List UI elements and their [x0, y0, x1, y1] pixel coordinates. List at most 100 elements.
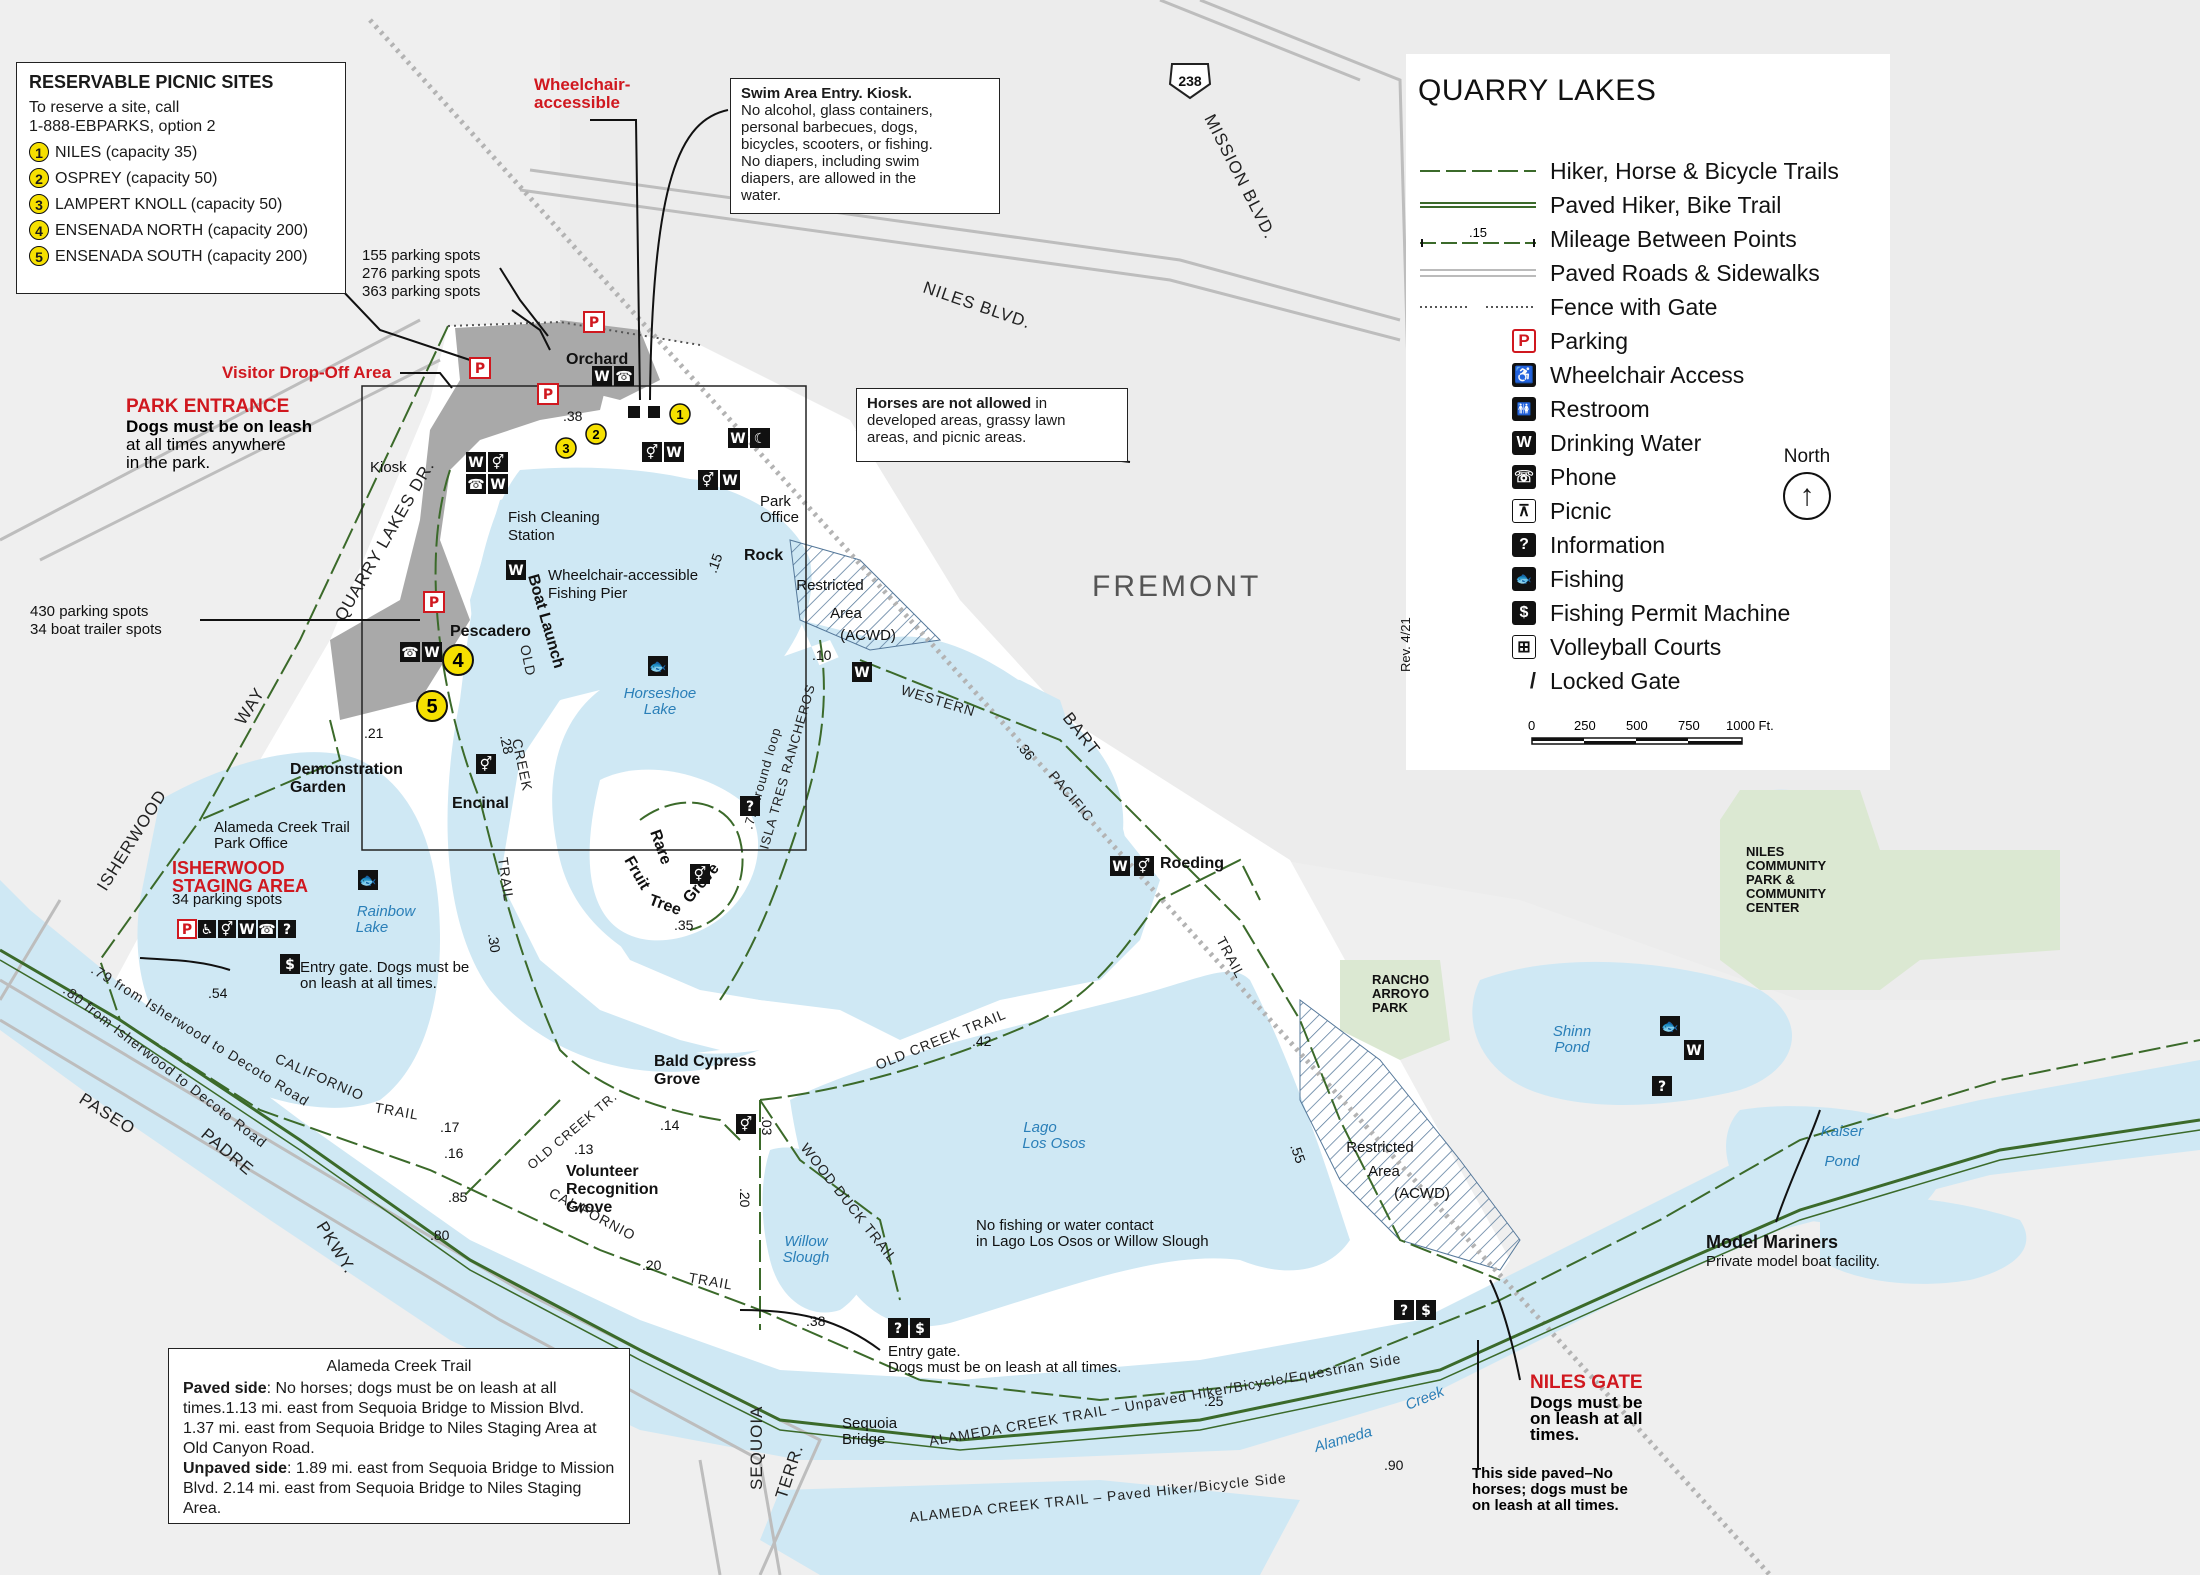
road-sequoia: SEQUOIA [747, 1406, 766, 1490]
legend-row: ? Information [1418, 530, 1888, 560]
fish-cleaning-label: Fish Cleaning [508, 509, 600, 526]
svg-text:?: ? [283, 922, 291, 938]
legend-label: Parking [1550, 327, 1628, 354]
wheelchair-icon: ♿ [1512, 363, 1536, 387]
isherwood-parking-label: 34 parking spots [172, 891, 282, 908]
svg-text:W: W [594, 369, 609, 385]
legend-row: .15 Mileage Between Points [1418, 224, 1888, 254]
entry-gate-west: Entry gate. Dogs must be [300, 959, 469, 976]
mile-80: .80 [430, 1227, 450, 1243]
mile-20-center: .20 [737, 1188, 753, 1208]
svg-text:W: W [1686, 1043, 1701, 1059]
swim-area-line: diapers, are allowed in the [741, 170, 917, 187]
restricted-north-labels: Restricted Area (ACWD) [796, 577, 896, 644]
legend-row: 🚻 Restroom [1418, 394, 1888, 424]
horseshoe-lake-label: Horseshoe [624, 685, 697, 702]
svg-text:⚥: ⚥ [646, 444, 659, 461]
svg-text:⚥: ⚥ [480, 756, 493, 773]
swim-area-line: bicycles, scooters, or fishing. [741, 136, 933, 153]
site-label: LAMPERT KNOLL (capacity 50) [55, 195, 283, 213]
site-4-marker: 4 [452, 650, 464, 672]
picnic-sites-title: RESERVABLE PICNIC SITES [29, 72, 274, 92]
lago-los-osos-label: Lago [1023, 1119, 1056, 1136]
volleyball-icon: ⊞ [1512, 635, 1536, 659]
restricted-north-3: (ACWD) [840, 627, 896, 644]
svg-text:W: W [490, 477, 505, 493]
niles-community-park [1720, 790, 2060, 990]
scale-bar: 0 250 500 750 1000 Ft. [1528, 718, 1774, 745]
parking-363-label: 363 parking spots [362, 283, 480, 300]
dotted-fence-icon [1418, 292, 1550, 322]
entry-gate-south-2: Dogs must be on leash at all times. [888, 1359, 1121, 1376]
horses-box: Horses are not allowed in developed area… [856, 388, 1128, 462]
legend-label: Hiker, Horse & Bicycle Trails [1550, 157, 1839, 184]
legend-row: $ Fishing Permit Machine [1418, 598, 1888, 628]
svg-text:P: P [589, 315, 599, 331]
svg-text:P: P [182, 922, 192, 938]
mile-30: .30 [485, 932, 504, 954]
trail-californio-trail: TRAIL [373, 1099, 420, 1123]
svg-text:W: W [666, 445, 681, 461]
legend-row: W Drinking Water [1418, 428, 1888, 458]
site-number: 2 [29, 168, 49, 188]
legend-label: Fence with Gate [1550, 293, 1718, 320]
north-arrow-icon: ↑ [1783, 472, 1831, 520]
legend-label: Paved Hiker, Bike Trail [1550, 191, 1782, 218]
scale-tick-250: 250 [1574, 718, 1596, 733]
svg-text:W: W [730, 431, 745, 447]
svg-text:☾: ☾ [754, 431, 767, 447]
legend-label: Drinking Water [1550, 429, 1702, 456]
svg-text:W: W [508, 563, 523, 579]
legend-label: Volleyball Courts [1550, 633, 1722, 660]
niles-community-5: CENTER [1746, 900, 1800, 915]
kaiser-pond-label-2: Pond [1824, 1153, 1860, 1170]
svg-text:☎: ☎ [467, 477, 484, 493]
paved-side-label-3: on leash at all times. [1472, 1497, 1619, 1514]
svg-text:⚥: ⚥ [492, 454, 505, 471]
road-lines-icon [1418, 258, 1550, 288]
community-park-label: NILES COMMUNITY PARK & COMMUNITY CENTER … [1372, 844, 1826, 1015]
wheelchair-accessible-label: Wheelchair- [534, 75, 630, 94]
rancho-3: PARK [1372, 1000, 1408, 1015]
mile-55: .55 [1287, 1142, 1309, 1166]
boat-trailer-label: 34 boat trailer spots [30, 621, 162, 638]
parking-icon: P [1512, 329, 1536, 353]
svg-text:?: ? [894, 1321, 902, 1337]
legend-row: Paved Hiker, Bike Trail [1418, 190, 1888, 220]
paved-side-label-2: horses; dogs must be [1472, 1481, 1628, 1498]
drinking-water-icon: W [1512, 431, 1536, 455]
shinn-pond-label-2: Pond [1554, 1039, 1590, 1056]
svg-text:☎: ☎ [615, 369, 632, 385]
restricted-north-1: Restricted [796, 577, 864, 594]
sequoia-bridge-label: Sequoia [842, 1415, 898, 1432]
svg-text:W: W [468, 455, 483, 471]
niles-gate-dogs-3: times. [1530, 1425, 1579, 1444]
parking-430-label: 430 parking spots [30, 603, 148, 620]
fishing-icon: 🐟 [1512, 567, 1536, 591]
legend-label: Information [1550, 531, 1666, 558]
svg-text:☎: ☎ [258, 922, 275, 938]
willow-slough-label-2: Slough [783, 1249, 830, 1266]
fremont-label: FREMONT [1092, 570, 1261, 603]
svg-text:⚥: ⚥ [702, 472, 715, 489]
rancho-arroyo-park [1340, 960, 1450, 1060]
roeding-label: Roeding [1160, 855, 1224, 872]
restricted-south-1: Restricted [1346, 1139, 1414, 1156]
mile-54: .54 [208, 985, 228, 1001]
horseshoe-lake-label-2: Lake [644, 701, 677, 718]
picnic-sites-subtitle: To reserve a site, call [29, 99, 180, 116]
alameda-creek-box-title: Alameda Creek Trail [326, 1358, 472, 1375]
site-label: ENSENADA SOUTH (capacity 200) [55, 247, 308, 265]
mile-14: .14 [660, 1117, 680, 1133]
volunteer-grove-label-2: Recognition [566, 1181, 658, 1198]
svg-text:P: P [429, 595, 439, 611]
horses-bold: Horses are not allowed [867, 395, 1032, 412]
fishing-pier-label-2: Fishing Pier [548, 585, 627, 602]
legend-row: ☏ Phone [1418, 462, 1888, 492]
niles-gate-label: NILES GATE [1530, 1372, 1643, 1393]
svg-text:⚥: ⚥ [221, 921, 234, 938]
revision-label: Rev. 4/21 [1398, 617, 1413, 672]
legend-row: P Parking [1418, 326, 1888, 356]
